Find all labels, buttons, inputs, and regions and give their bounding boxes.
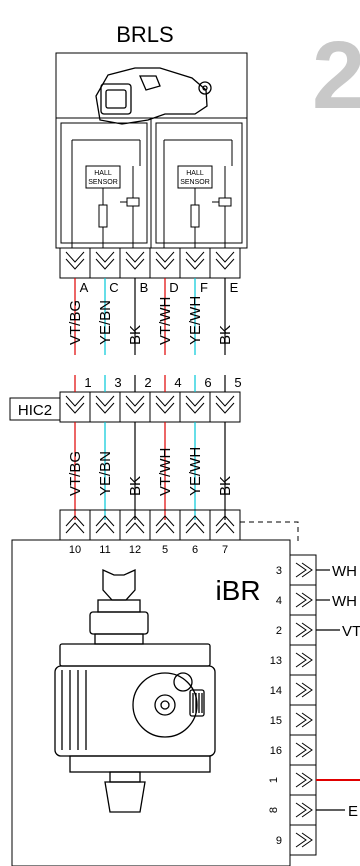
hall-sensor-left: HALL SENSOR xyxy=(71,139,141,248)
side-pin: 15 xyxy=(270,715,282,727)
sensor-icon xyxy=(95,67,212,125)
hic2-pin: 4 xyxy=(174,375,181,390)
ibr-top-pin-labels: 10 11 12 5 6 7 xyxy=(69,544,228,556)
hall-label: HALL xyxy=(186,170,204,177)
brls-sensor xyxy=(55,52,248,249)
hall-sensor-right: HALL SENSOR xyxy=(163,139,233,248)
hic2-wire-stubs xyxy=(74,375,226,392)
ibr-pin: 11 xyxy=(99,544,110,556)
side-wire-color: E xyxy=(348,803,358,820)
ibr-pin: 5 xyxy=(162,544,168,556)
wire-color-label: BK xyxy=(127,325,144,345)
upper-wire-labels: VT/BG YE/BN BK VT/WH YE/WH BK xyxy=(67,296,234,345)
ibr-side-connector xyxy=(289,554,317,856)
side-pin: 2 xyxy=(276,625,282,637)
ibr-side-pin-numbers: 3 4 2 13 14 15 16 1 8 9 xyxy=(268,565,282,847)
hall-label-2: SENSOR xyxy=(88,179,118,186)
wire-color-label: VT/WH xyxy=(157,297,174,345)
side-wire-labels: WH WH VT E xyxy=(332,563,360,820)
ibr-pin: 12 xyxy=(129,544,141,556)
lower-wires xyxy=(74,422,226,520)
hic2-pin: 5 xyxy=(234,375,241,390)
ibr-title: iBR xyxy=(215,575,260,606)
lower-wire-labels: VT/BG YE/BN BK VT/WH YE/WH BK xyxy=(67,447,234,496)
side-wire-color: VT xyxy=(342,623,360,640)
sensor-connector xyxy=(59,247,241,279)
ibr-icon xyxy=(54,568,216,813)
wire-color-label: BK xyxy=(217,476,234,496)
wire-color-label: BK xyxy=(127,476,144,496)
hic2-label: HIC2 xyxy=(18,402,52,419)
wire-color-label: YE/WH xyxy=(187,296,204,345)
upper-wires xyxy=(74,278,226,355)
hall-label: HALL xyxy=(94,170,112,177)
sensor-pin: B xyxy=(140,280,149,295)
sensor-title: BRLS xyxy=(116,22,173,47)
sensor-pin: E xyxy=(230,280,239,295)
wire-color-label: YE/BN xyxy=(97,300,114,345)
ibr-top-connector xyxy=(59,509,241,541)
side-wires xyxy=(316,569,360,811)
wire-color-label: VT/WH xyxy=(157,448,174,496)
wire-color-label: VT/BG xyxy=(67,451,84,496)
side-wire-color: WH xyxy=(332,593,357,610)
hic2-pin: 3 xyxy=(114,375,121,390)
hic2-pin: 6 xyxy=(204,375,211,390)
sensor-pin-labels: A C B D F E xyxy=(80,280,239,295)
hic2-connector: 1 3 2 4 6 5 HIC2 xyxy=(9,375,242,423)
hic2-pin: 1 xyxy=(84,375,91,390)
wire-color-label: YE/WH xyxy=(187,447,204,496)
dashed-link xyxy=(240,521,299,545)
side-pin: 14 xyxy=(270,685,282,697)
side-pin: 3 xyxy=(276,565,282,577)
side-pin: 9 xyxy=(276,835,282,847)
sensor-pin: D xyxy=(169,280,178,295)
ibr-pin: 10 xyxy=(69,544,81,556)
sensor-pin: A xyxy=(80,280,89,295)
side-wire-color: WH xyxy=(332,563,357,580)
wire-color-label: VT/BG xyxy=(67,300,84,345)
wire-color-label: BK xyxy=(217,325,234,345)
side-pin: 8 xyxy=(268,807,280,813)
sensor-pin: F xyxy=(200,280,208,295)
page-number: 2 xyxy=(312,22,360,129)
side-pin: 4 xyxy=(276,595,282,607)
sensor-pin: C xyxy=(109,280,118,295)
side-pin: 16 xyxy=(270,745,282,757)
hall-label-2: SENSOR xyxy=(180,179,210,186)
side-pin: 13 xyxy=(270,655,282,667)
wire-color-label: YE/BN xyxy=(97,451,114,496)
ibr-pin: 7 xyxy=(222,544,228,556)
ibr-pin: 6 xyxy=(192,544,198,556)
side-pin: 1 xyxy=(268,777,280,783)
hic2-pin: 2 xyxy=(144,375,151,390)
